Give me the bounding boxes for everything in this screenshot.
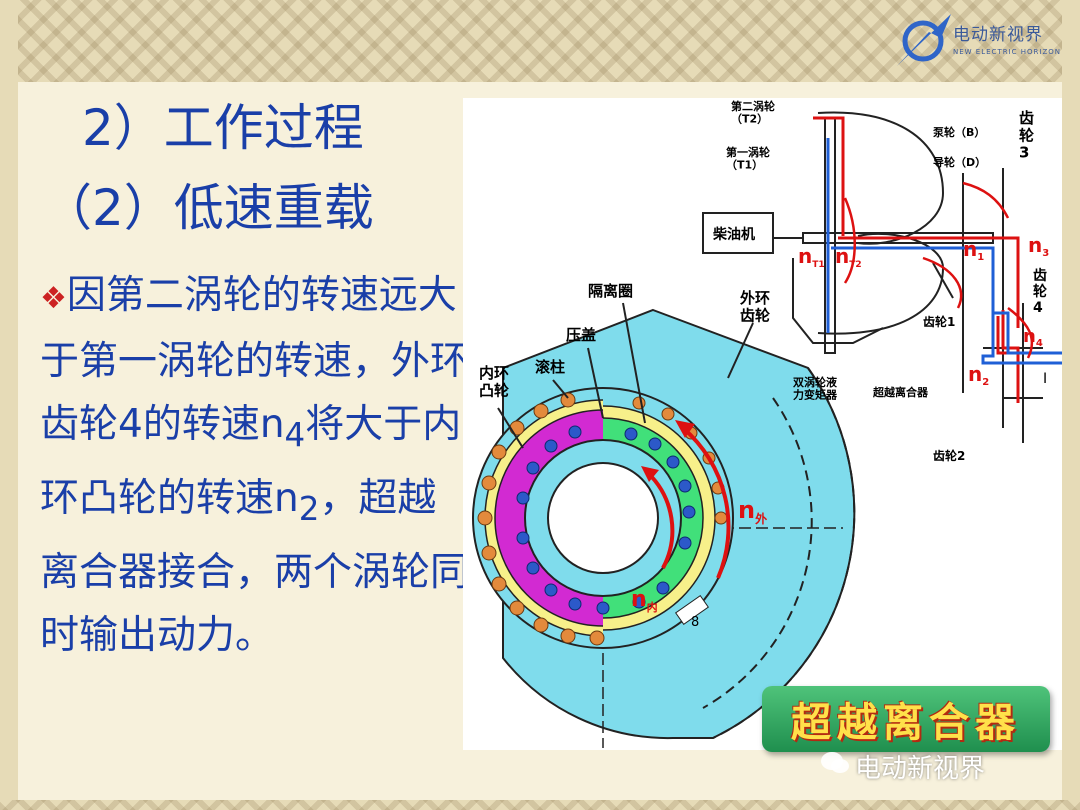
ball-ring (516, 425, 696, 615)
label-outer-gear: 外环齿轮 (739, 289, 770, 324)
slide-title: 2）工作过程 (82, 99, 364, 157)
inner-rotation-arrow (646, 471, 675, 569)
slide-subtitle: （2）低速重载 (42, 179, 374, 237)
overrunning-clutch-badge: 超越离合器 (762, 686, 1050, 752)
brand-name: 电动新视界 (953, 25, 1043, 45)
body-sub-4: 4 (284, 415, 306, 454)
power-flow-blue (826, 138, 1063, 365)
label-engine: 柴油机 (712, 226, 755, 243)
diagram-svg: 隔离圈 外环齿轮 压盖 滚柱 内环凸轮 8 n外 n内 (472, 99, 1063, 748)
body-seg-0: 因第二涡轮的转速远大于第一涡轮的转速，外环齿轮4的转速n (40, 273, 470, 447)
clutch-diagram: 隔离圈 外环齿轮 压盖 滚柱 内环凸轮 8 n外 n内 (463, 98, 1063, 750)
symbol-n4: n4 (1023, 326, 1043, 349)
symbol-n2: n2 (968, 362, 989, 388)
body-sub-2: 2 (298, 489, 320, 528)
label-gear-1: 齿轮1 (923, 314, 955, 329)
outer-rotation-arrow (681, 426, 731, 579)
label-dual-turbine: 双涡轮液力变矩器 (793, 375, 838, 402)
decorative-right-border (1062, 0, 1080, 810)
symbol-n-outer: n外 (738, 496, 767, 526)
label-number-8: 8 (691, 615, 699, 630)
bullet-icon: ❖ (40, 281, 67, 316)
body-paragraph: ❖因第二涡轮的转速远大于第一涡轮的转速，外环齿轮4的转速n4将大于内环凸轮的转速… (40, 264, 470, 667)
label-second-turbine: 第二涡轮（T2） (731, 99, 775, 126)
brand-subtitle: NEW ELECTRIC HORIZON (953, 48, 1061, 56)
label-gear-2: 齿轮2 (933, 448, 965, 463)
decorative-bottom-border (0, 800, 1080, 810)
symbol-n1: n1 (963, 237, 984, 263)
symbol-n3: n3 (1028, 233, 1049, 259)
body-seg-2: 将大于内环凸轮的转速n (40, 402, 462, 521)
label-shaft-roman: I (1043, 371, 1047, 387)
watermark-text: 电动新视界 (855, 754, 986, 784)
label-guide-wheel: 导轮（D） (933, 155, 986, 169)
label-roller: 滚柱 (535, 358, 565, 376)
symbol-n-t2: nT2 (835, 244, 862, 270)
label-first-turbine: 第一涡轮（T1） (726, 145, 770, 172)
brand-logo: 电动新视界 NEW ELECTRIC HORIZON (895, 8, 1070, 74)
decorative-left-border (0, 0, 18, 810)
symbol-n-t1: nT1 (798, 244, 825, 270)
wechat-icon (821, 752, 849, 773)
label-isolation-ring: 隔离圈 (588, 282, 633, 300)
body-seg-4: ，超越离合器接合，两个涡轮同时输出动力。 (40, 475, 470, 658)
brand-logo-icon (897, 14, 951, 66)
label-inner-cam: 内环凸轮 (479, 364, 509, 399)
decorative-top-border (0, 0, 1080, 82)
symbol-n-inner: n内 (631, 587, 658, 614)
badge-label: 超越离合器 (791, 700, 1021, 746)
label-pump-wheel: 泵轮（B） (933, 125, 985, 139)
label-overrunning-clutch: 超越离合器 (872, 385, 929, 399)
label-cover: 压盖 (566, 326, 596, 344)
